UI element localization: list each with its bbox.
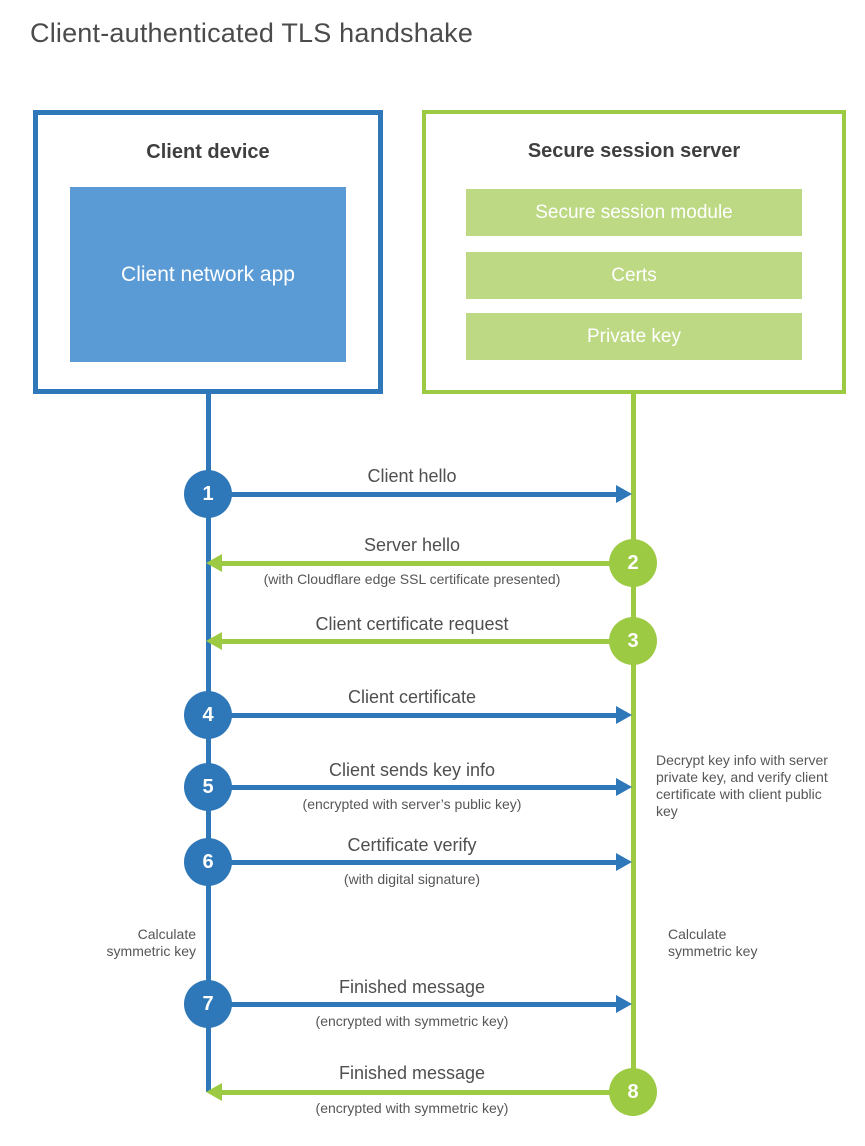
msg-2-sublabel: (with Cloudflare edge SSL certificate pr… <box>263 571 561 587</box>
msg-1-arrowhead-right-icon <box>616 485 632 503</box>
secure-session-module-bar: Secure session module <box>466 189 802 236</box>
note-calculate-symmetric-key-server: Calculate symmetric key <box>668 926 758 959</box>
msg-5-arrow-shaft <box>230 785 616 790</box>
msg-3-arrow-shaft <box>222 639 611 644</box>
step-6-badge: 6 <box>184 838 232 886</box>
msg-6-label: Certificate verify <box>347 835 477 855</box>
note-calculate-symmetric-key-client: Calculate symmetric key <box>106 926 196 959</box>
msg-8-sublabel: (encrypted with symmetric key) <box>315 1100 509 1116</box>
msg-5-sublabel: (encrypted with server’s public key) <box>302 796 522 812</box>
client-network-app-box: Client network app <box>70 187 346 362</box>
client-network-app-label: Client network app <box>121 262 295 286</box>
msg-6-sublabel: (with digital signature) <box>343 871 481 887</box>
msg-5-label: Client sends key info <box>328 760 496 780</box>
secure-session-server-title: Secure session server <box>527 140 741 162</box>
note-decrypt-key-info: Decrypt key info with server private key… <box>656 752 828 819</box>
msg-7-arrowhead-right-icon <box>616 995 632 1013</box>
msg-6-arrowhead-right-icon <box>616 853 632 871</box>
client-device-title: Client device <box>146 141 270 163</box>
client-device-box: Client device Client network app <box>33 110 383 394</box>
msg-4-arrowhead-right-icon <box>616 706 632 724</box>
msg-8-label: Finished message <box>338 1063 486 1083</box>
msg-3-label: Client certificate request <box>315 614 509 634</box>
secure-session-server-box: Secure session server Secure session mod… <box>422 110 846 394</box>
msg-2-arrow-shaft <box>222 561 611 566</box>
msg-8-arrow-shaft <box>222 1090 611 1095</box>
step-3-badge: 3 <box>609 617 657 665</box>
private-key-bar: Private key <box>466 313 802 360</box>
msg-2-arrowhead-left-icon <box>206 554 222 572</box>
step-8-badge: 8 <box>609 1068 657 1116</box>
step-5-badge: 5 <box>184 763 232 811</box>
msg-7-sublabel: (encrypted with symmetric key) <box>315 1013 509 1029</box>
certs-bar: Certs <box>466 252 802 299</box>
step-7-badge: 7 <box>184 980 232 1028</box>
step-2-badge: 2 <box>609 539 657 587</box>
msg-7-arrow-shaft <box>230 1002 616 1007</box>
msg-4-arrow-shaft <box>230 713 616 718</box>
msg-2-label: Server hello <box>363 535 461 555</box>
msg-5-arrowhead-right-icon <box>616 778 632 796</box>
msg-7-label: Finished message <box>338 977 486 997</box>
msg-4-label: Client certificate <box>347 687 477 707</box>
step-4-badge: 4 <box>184 691 232 739</box>
page-title: Client-authenticated TLS handshake <box>30 18 474 48</box>
server-lifeline <box>631 392 636 1092</box>
msg-8-arrowhead-left-icon <box>206 1083 222 1101</box>
client-lifeline <box>206 392 211 1092</box>
msg-6-arrow-shaft <box>230 860 616 865</box>
step-1-badge: 1 <box>184 470 232 518</box>
msg-3-arrowhead-left-icon <box>206 632 222 650</box>
msg-1-label: Client hello <box>367 466 457 486</box>
msg-1-arrow-shaft <box>230 492 616 497</box>
